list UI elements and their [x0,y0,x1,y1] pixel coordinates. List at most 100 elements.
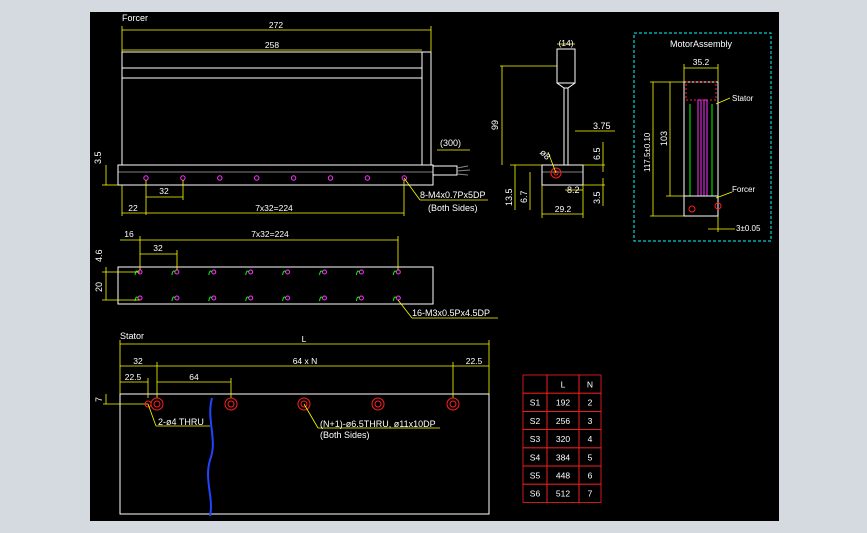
table-cell-text: N [587,380,593,390]
table-cell-text: 512 [556,489,570,499]
table-cell-text: S2 [530,416,541,426]
hole-marker [392,270,397,276]
dim-82: 8.2 [567,185,580,195]
dim-292: 29.2 [555,204,572,214]
table-cell-text: 7 [588,489,593,499]
cable-wires [456,165,471,176]
table-cell-text: S4 [530,452,541,462]
assembly-hole [688,205,696,213]
stator-body [119,393,490,515]
counterbore-hole-inner [300,400,308,408]
table-cell-text: S5 [530,471,541,481]
label-stator-small: Stator [732,94,754,103]
break-line [207,397,214,517]
table-cell-text: 320 [556,434,570,444]
hole-marker [282,270,287,276]
forcer-side-view: ø8 (14) 99 3.75 6.5 13.5 6.7 8.2 3.5 29.… [490,38,615,218]
counterbore-hole [150,397,164,411]
hole-marker [319,296,323,302]
leader-line [715,191,733,199]
label-stator: Stator [120,331,144,341]
dim-35s: 3.5 [592,191,602,204]
label-forcer-small: Forcer [732,185,755,194]
dim-64xN: 64 x N [293,356,318,366]
dim-20: 20 [94,282,104,292]
forcer-top-view: Forcer 272 258 3.5 (300) 32 22 7x32=2 [93,13,488,216]
table-cell [578,483,602,503]
hole-marker [319,270,323,276]
mount-hole [327,175,334,181]
dim-225a: 22.5 [125,372,142,382]
leader-line [715,97,731,105]
stator-view: Stator L 32 64 x N 22.5 22.5 64 7 2-ø4 T… [94,331,490,517]
assembly-hole [714,202,722,210]
dim-1175: 117.5±0.10 [643,132,652,172]
hole-marker [355,270,360,276]
dim-L: L [302,334,307,344]
dim-22: 22 [128,203,138,213]
counterbore-hole-inner [374,400,382,408]
stator-holes [144,397,460,411]
mount-hole [217,175,223,181]
hole-marker [171,270,176,276]
dim-103: 103 [659,131,669,146]
assembly-magnets [689,104,713,196]
hole-marker [208,270,213,276]
counterbore-hole [371,397,385,411]
dim-14: (14) [558,38,573,48]
table-cell-text: 5 [588,452,593,462]
mount-hole [290,175,297,181]
table-cell-text: 6 [588,471,593,481]
dim-7x32b: 7x32=224 [251,229,289,239]
dim-272: 272 [269,20,283,30]
counterbore-hole [446,397,460,411]
counterbore-hole-inner [153,400,161,408]
hole-marker [208,296,213,302]
counterbore-hole [224,397,238,411]
table-cell-text: 384 [556,452,570,462]
note-m3: 16-M3x0.5Px4.5DP [412,308,490,318]
leader-line [147,403,157,427]
dim-258: 258 [265,40,279,50]
table-cell-text: 256 [556,416,570,426]
dim-7: 7 [94,397,104,402]
leader-line [547,151,557,174]
counterbore-hole [297,397,311,411]
table-cell-text: 192 [556,398,570,408]
dim-99: 99 [490,120,500,130]
motor-assembly-view: MotorAssembly 35.2 117.5±0.10 103 Stator… [633,32,772,242]
hole-marker [282,296,287,302]
hole-marker [171,296,176,302]
note-m4: 8-M4x0.7Px5DP [420,190,486,200]
hole-marker [134,270,139,276]
hole-marker [355,296,360,302]
note-both-sides: (Both Sides) [428,203,478,213]
hole-marker [392,296,397,302]
note-2-thru: 2-ø4 THRU [158,417,204,427]
label-motor-assembly: MotorAssembly [670,39,733,49]
dim-352: 35.2 [693,57,710,67]
label-forcer: Forcer [122,13,148,23]
forcer-bottom-body [117,266,434,305]
side-hole-inner [553,170,559,176]
leader-line [403,177,421,201]
bottom-mount-holes [134,269,401,302]
counterbore-hole-inner [227,400,235,408]
dim-46: 4.6 [94,249,104,262]
table-cell-text: 3 [588,416,593,426]
dim-64: 64 [189,372,199,382]
leader-line [303,403,319,429]
dim-375: 3.75 [593,121,611,131]
dim-67: 6.7 [519,190,529,203]
dim-32b: 32 [153,243,163,253]
dim-32s: 32 [133,356,143,366]
dim-65: 6.5 [592,147,602,160]
table-cell-text: 4 [588,434,593,444]
note-holes: (N+1)-ø6.5THRU, ø11x10DP [320,419,436,429]
hole-marker [245,270,250,276]
counterbore-hole-inner [449,400,457,408]
table-cell-text: S3 [530,434,541,444]
